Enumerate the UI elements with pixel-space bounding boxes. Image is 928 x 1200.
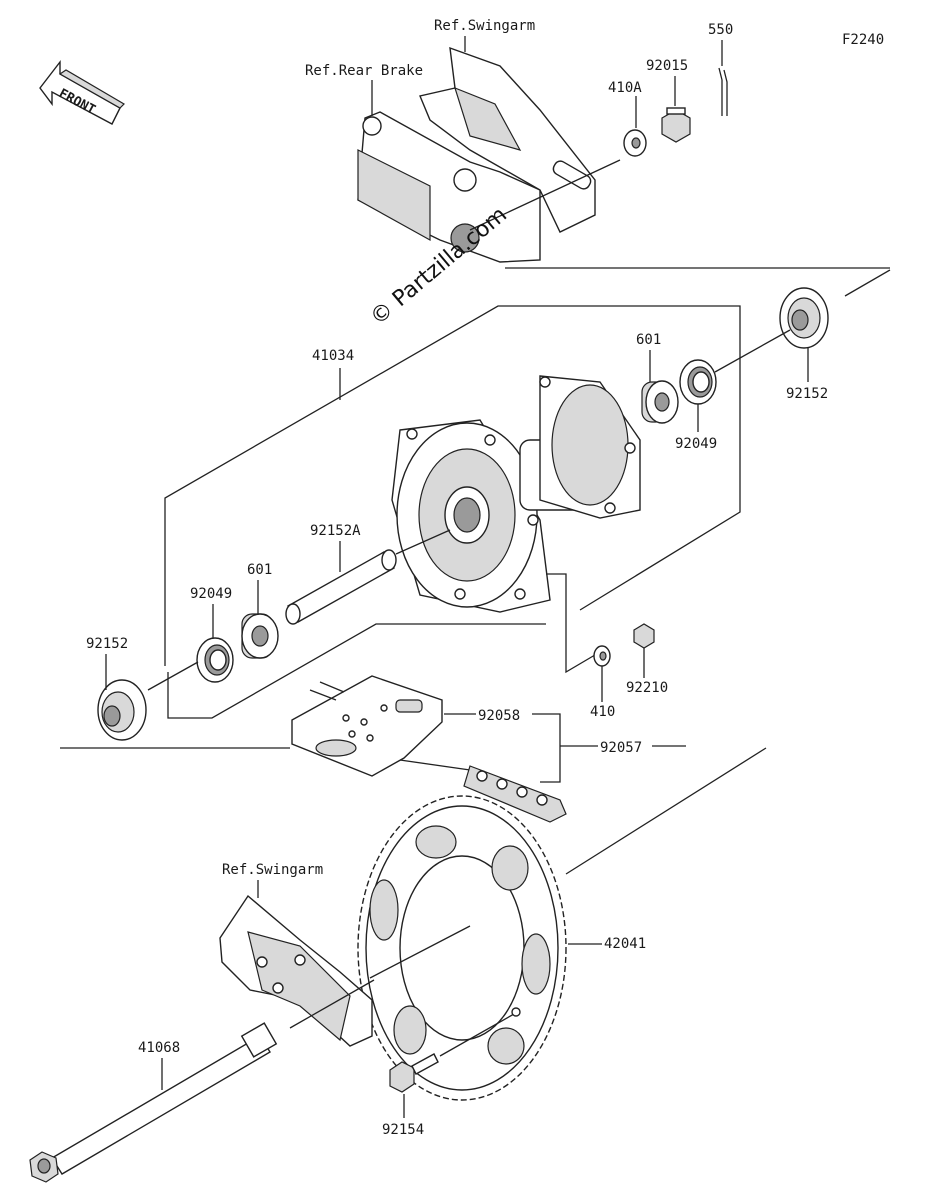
ref-swingarm-bottom: Ref.Swingarm <box>222 862 323 878</box>
label-92154: 92154 <box>382 1122 424 1138</box>
washer-410 <box>593 645 611 667</box>
cotter-pin-550 <box>718 67 728 116</box>
collar-92152-left <box>97 679 147 741</box>
sleeve-92152a <box>285 549 397 625</box>
rear-sprocket-42041 <box>357 795 567 1101</box>
label-92152a: 92152A <box>310 523 361 539</box>
label-92058: 92058 <box>478 708 520 724</box>
swingarm-end-bottom <box>219 894 373 1047</box>
rear-axle-41068 <box>29 1022 278 1183</box>
ref-swingarm-top: Ref.Swingarm <box>434 18 535 34</box>
nut-92210 <box>633 623 655 649</box>
bearing-601-right <box>641 380 679 424</box>
master-link-box <box>291 675 443 777</box>
label-601-left: 601 <box>247 562 272 578</box>
rear-brake-bracket <box>357 111 541 263</box>
seal-92049-right <box>679 359 717 405</box>
label-92057: 92057 <box>600 740 642 756</box>
assembly-41034-bracket <box>164 305 741 719</box>
rear-hub <box>391 375 641 613</box>
nut-92015 <box>661 107 691 143</box>
label-92152-left: 92152 <box>86 636 128 652</box>
front-arrow-icon: FRONT <box>39 59 125 125</box>
figure-code: F2240 <box>842 32 884 48</box>
label-92210: 92210 <box>626 680 668 696</box>
axle-line-top <box>469 159 621 231</box>
drive-chain <box>463 765 567 823</box>
label-601-right: 601 <box>636 332 661 348</box>
seal-92049-left <box>196 637 234 683</box>
label-92049-left: 92049 <box>190 586 232 602</box>
label-92015: 92015 <box>646 58 688 74</box>
label-41068: 41068 <box>138 1040 180 1056</box>
label-41034: 41034 <box>312 348 354 364</box>
label-92152-right: 92152 <box>786 386 828 402</box>
label-42041: 42041 <box>604 936 646 952</box>
ref-rear-brake: Ref.Rear Brake <box>305 63 423 79</box>
swingarm-end-top <box>419 46 596 233</box>
bearing-601-left <box>241 613 279 659</box>
label-410a: 410A <box>608 80 642 96</box>
label-410: 410 <box>590 704 615 720</box>
label-550: 550 <box>708 22 733 38</box>
collar-92152-right <box>779 287 829 349</box>
label-92049-right: 92049 <box>675 436 717 452</box>
washer-410a <box>623 129 647 157</box>
bolt-92154 <box>389 1053 439 1093</box>
